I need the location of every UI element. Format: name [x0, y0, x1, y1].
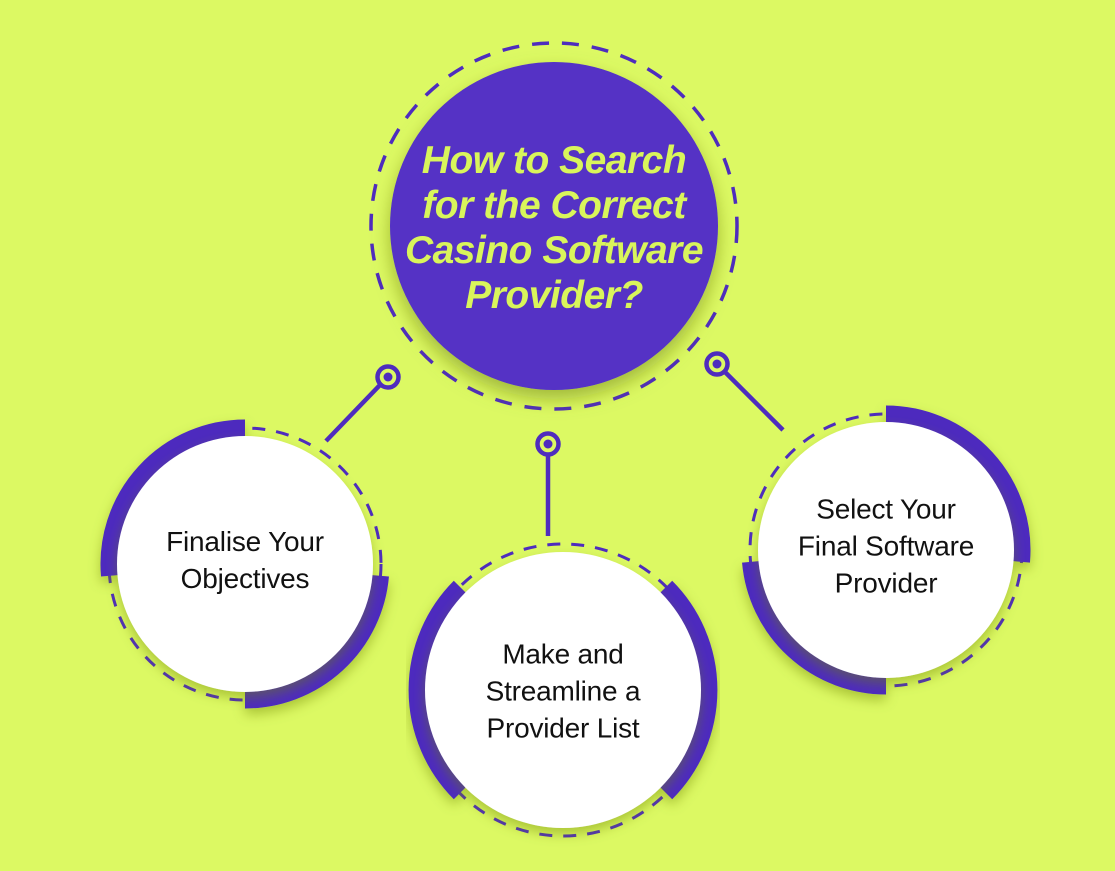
- node-provider-list: [408, 542, 718, 838]
- hub-circle: [390, 62, 718, 390]
- node-select-arc-bottomleft: [742, 561, 887, 695]
- node-label-finalise-objectives: Finalise Your Objectives: [110, 523, 380, 597]
- node-label-line: Streamline a: [485, 675, 641, 707]
- node-select-provider: [742, 405, 1031, 695]
- node-label-line: Make and: [502, 638, 624, 670]
- hub-title-line: Casino Software: [404, 229, 704, 272]
- node-label-select-provider: Select Your Final Software Provider: [751, 491, 1021, 602]
- node-label-line: Objectives: [180, 563, 310, 594]
- hub-title-line: Provider?: [465, 274, 643, 317]
- node-finalise-dashed-ring: [107, 426, 383, 702]
- node-finalise-circle: [117, 436, 373, 692]
- hub-title-line: for the Correct: [422, 184, 686, 227]
- node-finalise-arc-topleft: [100, 419, 246, 577]
- node-label-line: Final Software: [797, 530, 975, 562]
- connector-left: [324, 364, 401, 443]
- connector-right: [704, 351, 785, 432]
- node-label-provider-list: Make and Streamline a Provider List: [428, 636, 698, 747]
- node-finalise-objectives: [100, 419, 389, 709]
- node-select-circle: [758, 422, 1014, 678]
- hub-title: How to Search for the Correct Casino Sof…: [364, 138, 744, 318]
- connector-middle-marker-icon: [535, 431, 561, 457]
- connector-right-marker-icon: [704, 351, 730, 377]
- node-label-line: Provider List: [486, 712, 640, 744]
- connector-left-marker-dot-icon: [383, 372, 393, 382]
- node-finalise-arc-bottomright: [244, 574, 389, 709]
- connector-middle-marker-dot-icon: [543, 439, 553, 449]
- connector-left-line: [324, 383, 382, 443]
- node-select-arc-topright: [885, 405, 1031, 563]
- connector-left-marker-icon: [375, 364, 401, 390]
- node-list-arc-left: [408, 580, 466, 800]
- node-label-line: Select Your: [816, 493, 956, 525]
- connector-right-line: [723, 370, 785, 432]
- hub-dashed-ring: [369, 41, 739, 411]
- hub: [369, 41, 739, 411]
- hub-title-line: How to Search: [421, 139, 687, 182]
- connector-right-marker-dot-icon: [712, 359, 722, 369]
- node-label-line: Provider: [834, 567, 938, 599]
- connector-middle: [535, 431, 561, 536]
- node-list-arc-right: [660, 580, 718, 800]
- node-list-circle: [425, 552, 701, 828]
- node-label-line: Finalise Your: [166, 526, 324, 557]
